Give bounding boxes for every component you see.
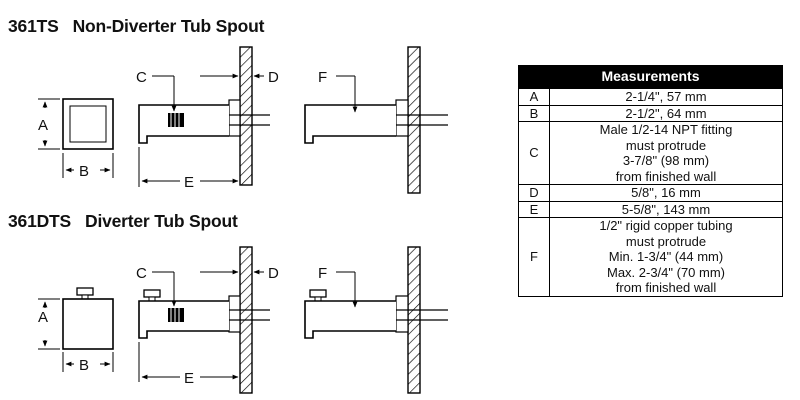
label-f: F (318, 265, 327, 282)
dimension-f (336, 271, 358, 308)
install-view-spout (304, 46, 448, 194)
dimension-b (62, 352, 114, 372)
dimension-a (38, 298, 60, 350)
dimension-c (152, 73, 239, 112)
measurement-value: 5/8", 16 mm (549, 184, 783, 202)
front-view-diverter-spout (62, 287, 114, 350)
escutcheon (228, 295, 241, 333)
section-title-non-diverter: 361TS Non-Diverter Tub Spout (8, 16, 264, 37)
measurement-key: C (518, 121, 550, 185)
measurement-value: 2-1/2", 64 mm (549, 104, 783, 122)
table-header: Measurements (518, 65, 783, 89)
measurement-key: F (518, 217, 550, 297)
escutcheon (395, 99, 409, 137)
dimension-c (152, 269, 239, 307)
npt-fitting (168, 113, 184, 127)
label-c: C (136, 265, 147, 282)
product-name: Non-Diverter Tub Spout (72, 16, 265, 36)
label-d: D (268, 265, 279, 282)
measurement-line: 5-5/8", 143 mm (621, 201, 711, 217)
escutcheon (228, 99, 241, 137)
measurement-value: 2-1/4", 57 mm (549, 88, 783, 106)
label-b: B (79, 357, 89, 374)
label-a: A (38, 117, 48, 134)
model-number: 361DTS (8, 211, 71, 231)
dimension-b (62, 153, 114, 178)
diverter-knob (143, 289, 161, 298)
front-view-spout (62, 98, 114, 150)
measurement-key: B (518, 104, 550, 122)
label-f: F (318, 69, 327, 86)
table-header-row: Measurements (518, 65, 783, 89)
finished-wall (407, 46, 421, 194)
diverter-knob (309, 289, 327, 298)
table-row: E 5-5/8", 143 mm (518, 200, 783, 218)
measurement-line: 5/8", 16 mm (631, 185, 701, 200)
measurement-line: must protrude (625, 137, 707, 153)
side-view-spout (138, 46, 270, 186)
dimension-a (38, 98, 60, 150)
measurement-line: 1/2" rigid copper tubing (599, 218, 733, 233)
finished-wall (239, 46, 253, 186)
measurement-line: Min. 1-3/4" (44 mm) (608, 249, 724, 264)
spout-body (304, 300, 396, 339)
label-c: C (136, 69, 147, 86)
measurement-key: D (518, 184, 550, 202)
section-title-diverter: 361DTS Diverter Tub Spout (8, 211, 238, 232)
measurement-line: 2-1/4", 57 mm (625, 89, 707, 104)
table-row: A 2-1/4", 57 mm (518, 88, 783, 106)
measurement-line: must protrude (625, 233, 707, 249)
model-number: 361TS (8, 16, 59, 36)
table-row: D 5/8", 16 mm (518, 184, 783, 202)
side-view-diverter-spout (138, 246, 270, 394)
measurement-line: Max. 2-3/4" (70 mm) (606, 264, 726, 280)
measurement-line: 2-1/2", 64 mm (625, 105, 707, 121)
install-view-diverter-spout (304, 246, 448, 394)
measurements-table: Measurements A 2-1/4", 57 mm B 2-1/2", 64 m… (518, 65, 783, 297)
dimension-e (138, 147, 239, 187)
measurement-key: A (518, 88, 550, 106)
table-row: B 2-1/2", 64 mm (518, 104, 783, 122)
label-a: A (38, 309, 48, 326)
dimension-e (138, 342, 239, 382)
npt-fitting (168, 308, 184, 322)
spout-body (304, 104, 396, 144)
label-e: E (184, 174, 194, 191)
label-d: D (268, 69, 279, 86)
measurement-line: from finished wall (615, 280, 717, 295)
measurement-value: 5-5/8", 143 mm (549, 200, 783, 218)
measurement-line: Male 1/2-14 NPT fitting (599, 122, 733, 137)
measurement-key: E (518, 200, 550, 218)
measurement-line: 3-7/8" (98 mm) (622, 153, 710, 168)
dimension-f (336, 75, 358, 113)
measurement-line: from finished wall (615, 168, 717, 184)
installation-diagram: A B C D E (38, 46, 448, 394)
diverter-knob (76, 287, 94, 296)
product-name: Diverter Tub Spout (85, 211, 238, 231)
label-e: E (184, 370, 194, 387)
escutcheon (395, 295, 409, 333)
label-b: B (79, 163, 89, 180)
